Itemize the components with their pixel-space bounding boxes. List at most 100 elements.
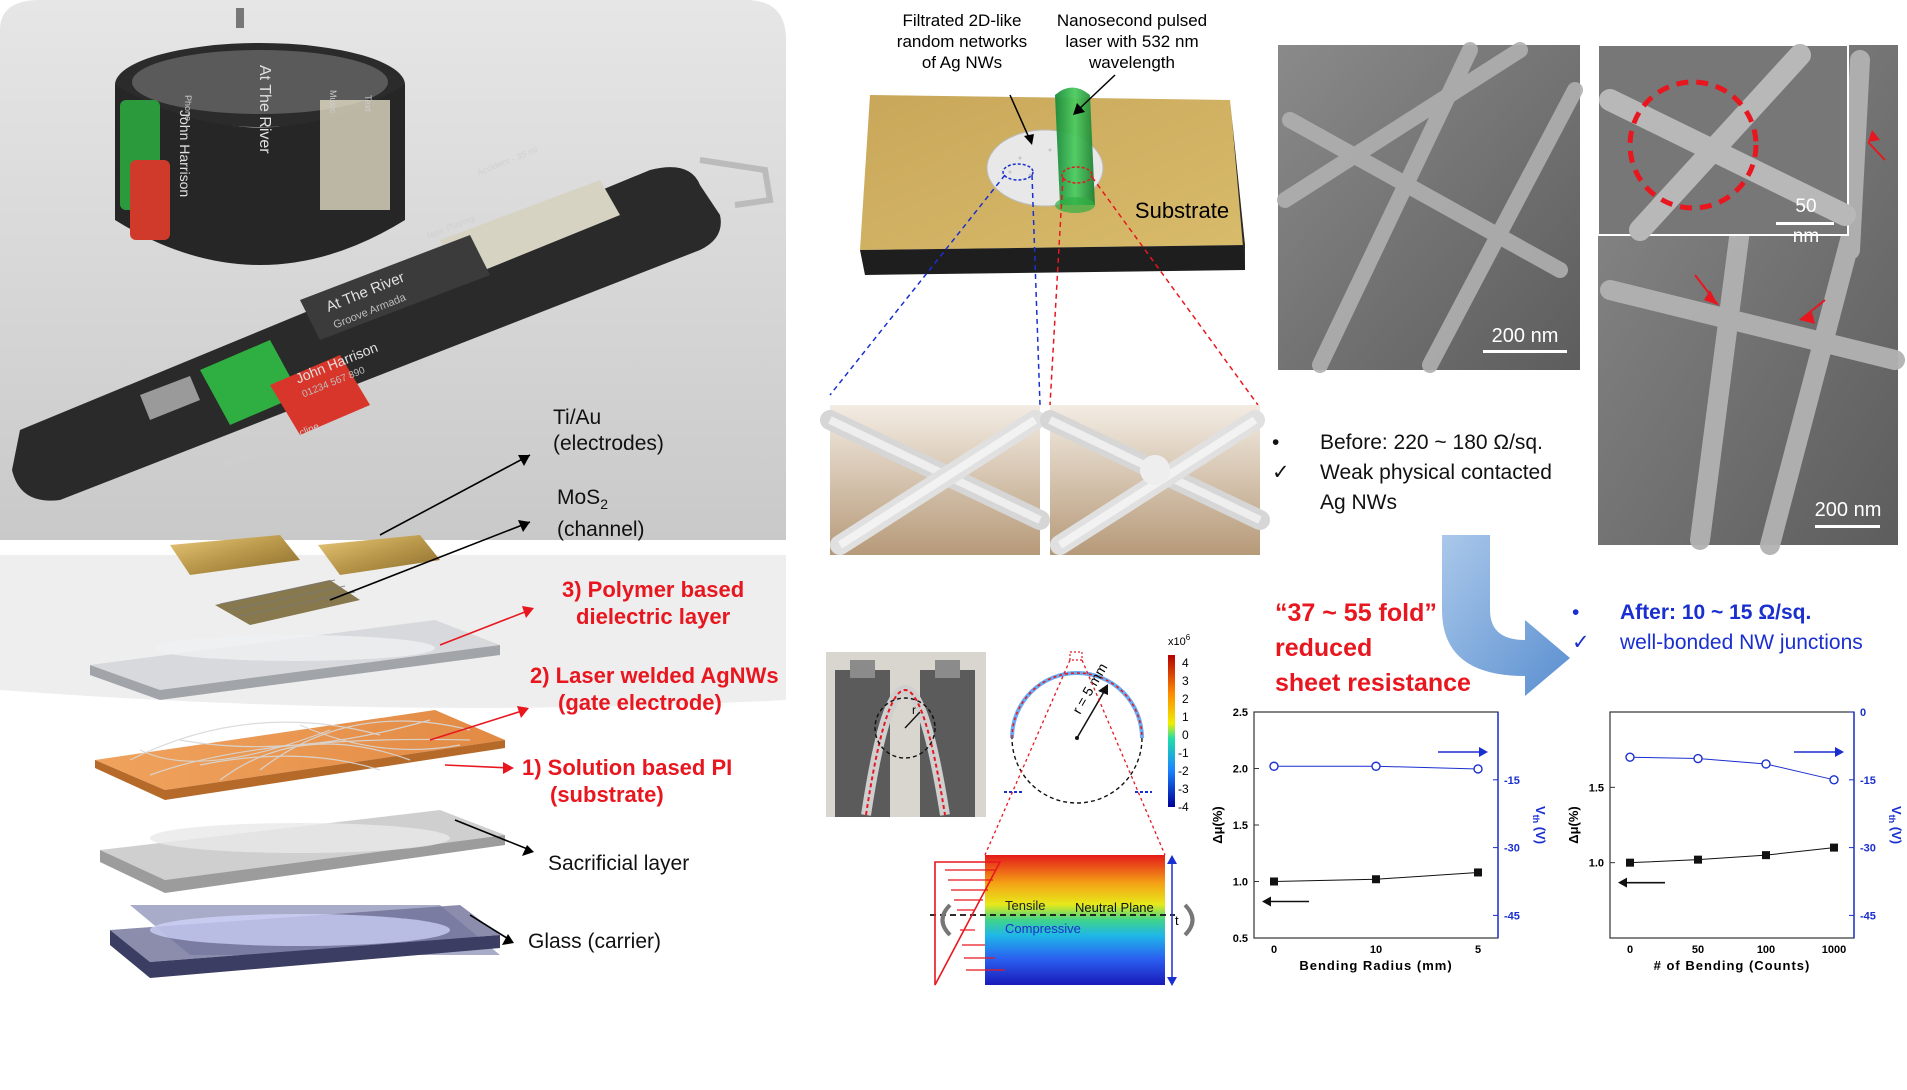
y-right-tick-label: -45 bbox=[1860, 910, 1876, 922]
left-axis-arrowhead bbox=[1262, 896, 1271, 907]
bending-photo bbox=[826, 652, 986, 817]
colorbar-tick: 2 bbox=[1182, 692, 1189, 706]
colorbar-tick: -1 bbox=[1178, 746, 1189, 760]
x-tick-label: 0 bbox=[1627, 944, 1633, 956]
y-right-tick-label: -30 bbox=[1860, 843, 1876, 855]
laser-label-line2: laser with 532 nm bbox=[1065, 32, 1198, 51]
mobility-point bbox=[1762, 851, 1770, 860]
watch-caller-name-band: John Harrison bbox=[177, 110, 193, 197]
after-line2: ✓well-bonded NW junctions bbox=[1572, 631, 1863, 654]
y-tick-label: 2.0 bbox=[1233, 764, 1248, 776]
chart-bending-count: 1.5 1.0 0 -15 -30 -45 0 50 100 1000 # of Bending (… bbox=[1566, 707, 1904, 973]
colorbar bbox=[1168, 655, 1175, 807]
y-tick-label: 2.5 bbox=[1233, 707, 1248, 719]
sem-inset-scale-unit: nm bbox=[1793, 226, 1819, 247]
y-axis-label: Δμ(%) bbox=[1210, 806, 1225, 844]
y-tick-label: 1.5 bbox=[1589, 782, 1604, 794]
y-tick-label: 1.0 bbox=[1233, 877, 1248, 889]
x-tick-label: 10 bbox=[1370, 944, 1382, 956]
y-tick-label: 1.5 bbox=[1233, 820, 1248, 832]
mobility-line bbox=[1629, 847, 1835, 864]
device-stack bbox=[90, 535, 505, 978]
strain-zoom-lines bbox=[984, 659, 1166, 856]
sem-after bbox=[1597, 44, 1905, 555]
watch-music-label: Music bbox=[328, 90, 338, 114]
compressive-label: Compressive bbox=[1005, 921, 1081, 936]
before-line2: ✓Weak physical contacted bbox=[1272, 461, 1552, 484]
colorbar-exponent: x106 bbox=[1168, 633, 1191, 648]
y-tick-label: 0.5 bbox=[1233, 933, 1248, 945]
watch-panel: At The River Groove Armada John Harrison… bbox=[0, 0, 786, 708]
before-line1: •Before: 220 ~ 180 Ω/sq. bbox=[1272, 431, 1543, 454]
electrodes-label: Ti/Au(electrodes) bbox=[553, 406, 664, 455]
mobility-point bbox=[1372, 875, 1380, 884]
nanowire-junction-before bbox=[820, 405, 1050, 555]
watch-song-title-band: At The River bbox=[256, 65, 273, 154]
mobility-point bbox=[1694, 855, 1702, 864]
sem-before bbox=[1277, 42, 1583, 373]
laser-label-line1: Nanosecond pulsed bbox=[1057, 11, 1207, 30]
vth-point bbox=[1761, 759, 1771, 769]
vth-point bbox=[1693, 753, 1703, 764]
before-line3: Ag NWs bbox=[1320, 491, 1398, 514]
vth-point bbox=[1371, 761, 1381, 771]
colorbar-tick: -4 bbox=[1178, 800, 1189, 814]
after-block: •After: 10 ~ 15 Ω/sq. ✓well-bonded NW ju… bbox=[1572, 598, 1863, 658]
colorbar-tick: 0 bbox=[1182, 728, 1189, 742]
network-label-line2: random networks bbox=[897, 32, 1027, 51]
mobility-point bbox=[1270, 877, 1278, 886]
mobility-point bbox=[1830, 843, 1838, 852]
y-tick-label: 1.0 bbox=[1589, 858, 1604, 870]
x-axis-label: # of Bending (Counts) bbox=[1654, 958, 1811, 973]
y-right-tick-label: 0 bbox=[1860, 707, 1866, 719]
watch-phone-label: Phone bbox=[183, 95, 193, 121]
sacrificial-label: Sacrificial layer bbox=[548, 852, 690, 875]
substrate-label: Substrate bbox=[1135, 198, 1229, 223]
channel-label: MoS2 (channel) bbox=[557, 486, 645, 542]
neutral-plane-label: Neutral Plane bbox=[1075, 900, 1154, 915]
laser-schematic bbox=[860, 74, 1245, 275]
x-tick-label: 100 bbox=[1757, 944, 1775, 956]
x-tick-label: 50 bbox=[1692, 944, 1704, 956]
y-right-axis-label: Vth (V) bbox=[1531, 806, 1548, 844]
sem-inset-scale-num: 50 bbox=[1795, 196, 1816, 217]
vth-point bbox=[1625, 752, 1635, 762]
bending-circle bbox=[1004, 651, 1152, 804]
stack-callout-arrows bbox=[329, 454, 534, 945]
thickness-label: t bbox=[1175, 913, 1179, 928]
y-right-tick-label: -15 bbox=[1504, 775, 1520, 787]
strain-block bbox=[930, 855, 1195, 986]
sem-after-scale: 200 nm bbox=[1815, 499, 1882, 521]
x-tick-label: 0 bbox=[1271, 944, 1277, 956]
network-label-line3: of Ag NWs bbox=[922, 53, 1002, 72]
x-tick-label: 1000 bbox=[1822, 944, 1846, 956]
y-axis-label: Δμ(%) bbox=[1566, 806, 1581, 844]
colorbar-tick: 3 bbox=[1182, 674, 1189, 688]
y-right-tick-label: -30 bbox=[1504, 843, 1520, 855]
x-axis-label: Bending Radius (mm) bbox=[1299, 958, 1452, 973]
after-line1: •After: 10 ~ 15 Ω/sq. bbox=[1572, 601, 1812, 624]
tensile-label: Tensile bbox=[1005, 898, 1045, 913]
before-after-arrow bbox=[1442, 535, 1570, 696]
colorbar-tick: 1 bbox=[1182, 710, 1189, 724]
before-block: •Before: 220 ~ 180 Ω/sq. ✓Weak physical … bbox=[1272, 428, 1552, 518]
right-axis-arrowhead bbox=[1835, 747, 1844, 757]
y-right-tick-label: -15 bbox=[1860, 775, 1876, 787]
colorbar-tick: -2 bbox=[1178, 764, 1189, 778]
photo-radius-r: r bbox=[912, 703, 916, 717]
laser-label-line3: wavelength bbox=[1088, 53, 1175, 72]
vth-point bbox=[1473, 764, 1483, 774]
network-label-line1: Filtrated 2D-like bbox=[902, 11, 1021, 30]
mobility-point bbox=[1626, 858, 1634, 867]
mobility-point bbox=[1474, 868, 1482, 877]
plot-frame bbox=[1609, 711, 1855, 939]
colorbar-tick: -3 bbox=[1178, 782, 1189, 796]
vth-line bbox=[1629, 756, 1835, 781]
substrate-layer-label: 1) Solution based PI(substrate) bbox=[522, 755, 733, 807]
vth-point bbox=[1829, 775, 1839, 785]
y-right-tick-label: -45 bbox=[1504, 910, 1520, 922]
